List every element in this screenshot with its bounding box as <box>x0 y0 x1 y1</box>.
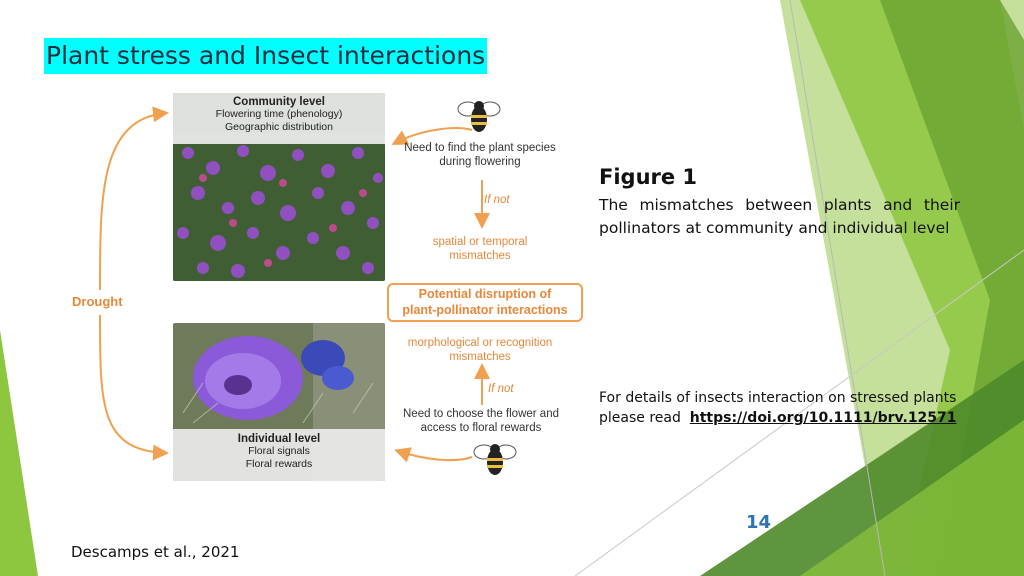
community-photo: Community level Flowering time (phenolog… <box>173 93 385 281</box>
left-green-wedge <box>0 330 38 576</box>
disruption-line-1: Potential disruption of <box>418 287 552 301</box>
thin-diagonal-line-1 <box>789 0 886 576</box>
need-choose-line-2: access to floral rewards <box>420 422 542 434</box>
need-find-text: Need to find the plant species during fl… <box>390 141 570 169</box>
need-find-line-1: Need to find the plant species <box>404 142 556 154</box>
bottom-light-triangle <box>800 420 1024 576</box>
citation-text: Descamps et al., 2021 <box>71 543 240 561</box>
individual-line-2: Floral rewards <box>245 458 313 470</box>
drought-arrow-down <box>99 314 169 461</box>
thin-diagonal-line-2 <box>574 249 1024 576</box>
individual-heading: Individual level <box>237 433 321 445</box>
community-line-1: Flowering time (phenology) <box>215 108 343 120</box>
drought-arrow-up <box>99 106 169 291</box>
individual-line-1: Floral signals <box>248 445 310 457</box>
figure-diagram: Community level Flowering time (phenolog… <box>60 85 590 490</box>
details-text: For details of insects interaction on st… <box>599 390 957 426</box>
bee-arrow-bottom <box>394 447 473 463</box>
if-not-top: If not <box>484 194 510 206</box>
bee-icon-bottom <box>473 444 517 475</box>
community-level-band: Community level Flowering time (phenolog… <box>173 93 385 144</box>
mismatch-top-line-1: spatial or temporal <box>432 236 528 248</box>
figure-caption-text: The mismatches between plants and their … <box>599 196 960 237</box>
bee-arrow-top <box>391 127 473 145</box>
need-choose-text: Need to choose the flower and access to … <box>385 407 577 435</box>
bee-icon-top <box>457 101 501 132</box>
mismatch-bottom-text: morphological or recognition mismatches <box>390 336 570 364</box>
disruption-line-2: plant-pollinator interactions <box>402 303 568 317</box>
figure-arrows <box>99 106 490 463</box>
figure-caption-heading: Figure 1 <box>599 165 698 189</box>
mismatch-bottom-line-1: morphological or recognition <box>407 337 553 349</box>
mismatch-top-text: spatial or temporal mismatches <box>400 235 560 263</box>
doi-link[interactable]: https://doi.org/10.1111/brv.12571 <box>689 410 957 426</box>
community-heading: Community level <box>232 96 326 108</box>
details-note: For details of insects interaction on st… <box>599 388 999 428</box>
individual-photo: Individual level Floral signals Floral r… <box>173 323 385 481</box>
need-choose-line-1: Need to choose the flower and <box>403 408 559 420</box>
if-not-bottom: If not <box>488 383 514 395</box>
individual-level-band: Individual level Floral signals Floral r… <box>173 429 385 481</box>
need-find-line-2: during flowering <box>439 156 521 168</box>
page-number: 14 <box>746 512 772 533</box>
drought-label: Drought <box>72 294 123 309</box>
disruption-box: Potential disruption of plant-pollinator… <box>387 283 583 322</box>
community-line-2: Geographic distribution <box>225 121 333 133</box>
mismatch-bottom-line-2: mismatches <box>449 351 511 363</box>
slide-title: Plant stress and Insect interactions <box>44 38 488 74</box>
mismatch-top-line-2: mismatches <box>449 250 511 262</box>
